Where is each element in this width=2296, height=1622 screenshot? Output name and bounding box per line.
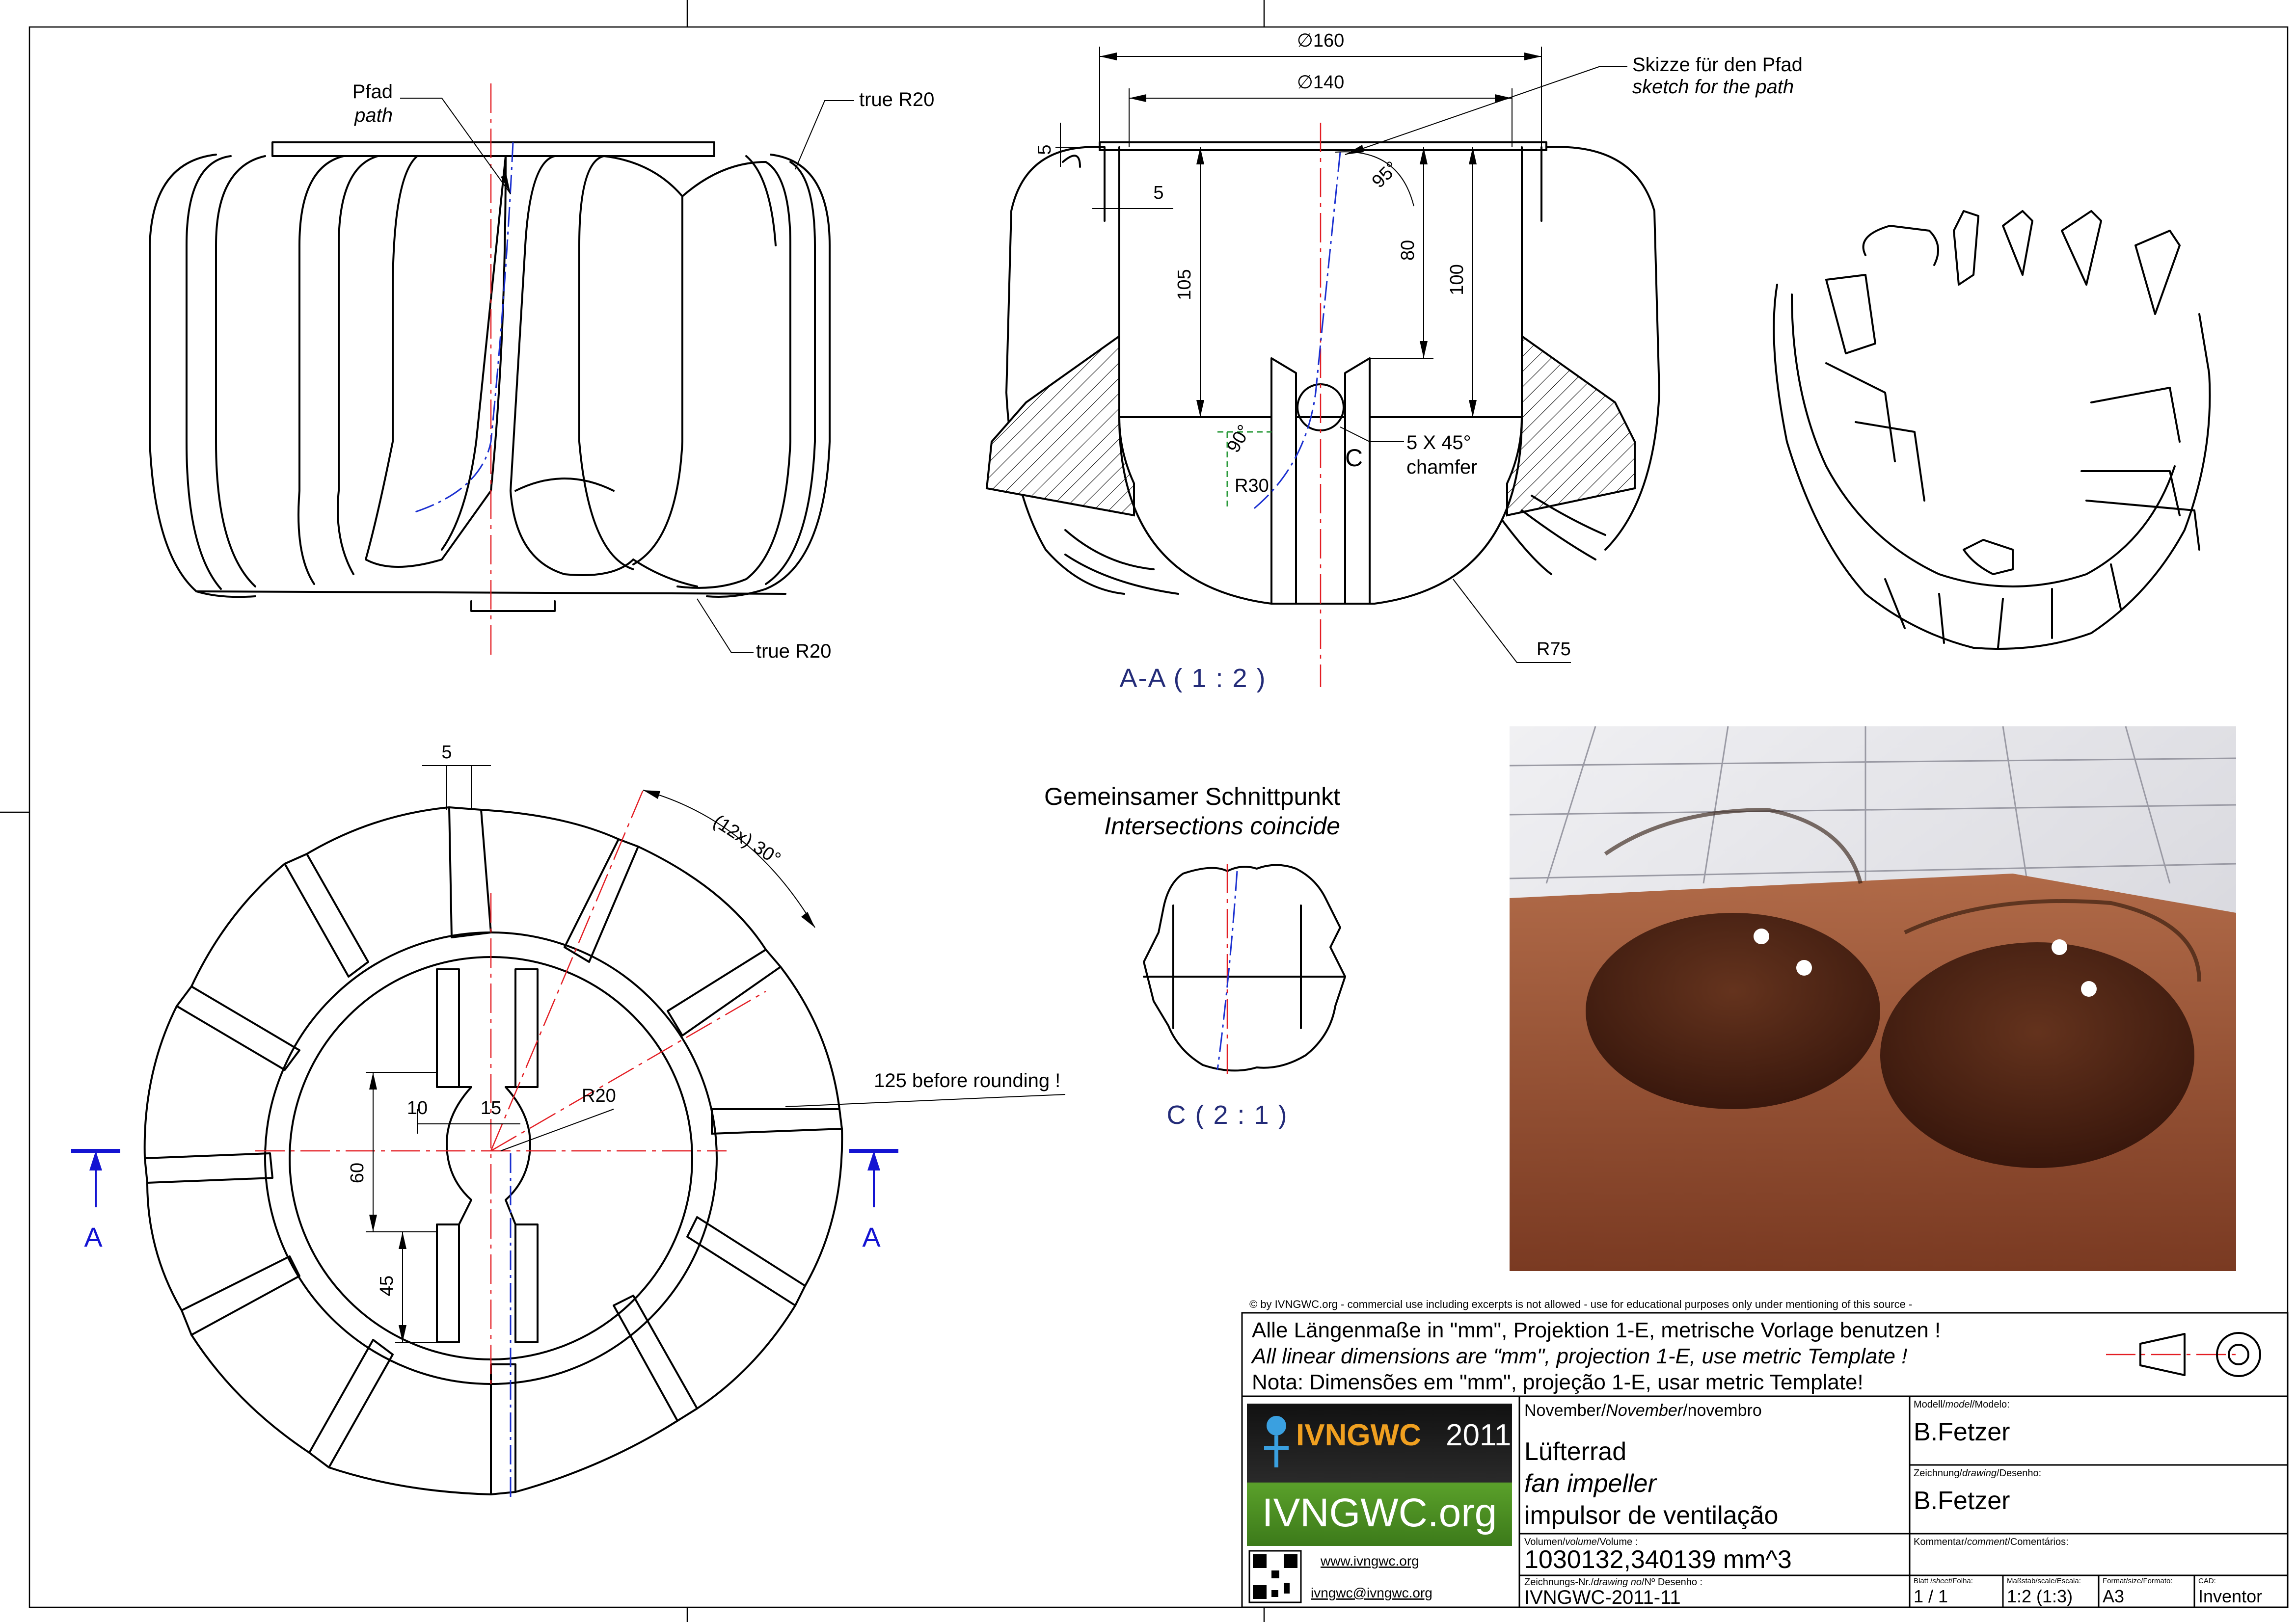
title-block: © by IVNGWC.org - commercial use includi… [1241, 1298, 2289, 1608]
drawing-no-value: IVNGWC-2011-11 [1524, 1587, 1681, 1608]
copyright-notice: © by IVNGWC.org - commercial use includi… [1249, 1298, 1912, 1310]
dim-5-top: 5 [1034, 144, 1055, 155]
section-marker-left: A [71, 1149, 120, 1252]
detail-c-label: C ( 2 : 1 ) [1166, 1100, 1288, 1130]
section-marker-right: A [849, 1149, 898, 1252]
detail-c-view: Gemeinsamer Schnittpunkt Intersections c… [1044, 783, 1346, 1130]
sketch-label-en: sketch for the path [1632, 76, 1794, 98]
volume-value: 1030132,340139 mm^3 [1524, 1545, 1792, 1574]
path-label: Pfad [352, 81, 393, 103]
detail-c-title: Gemeinsamer Schnittpunkt [1044, 783, 1340, 810]
dim-d160: ∅160 [1297, 30, 1345, 51]
model-by: B.Fetzer [1914, 1418, 2010, 1446]
qr-code [1248, 1550, 1302, 1603]
drawing-by: B.Fetzer [1914, 1487, 2010, 1515]
front-dim-60: 60 [347, 1163, 368, 1183]
angle-12x-30: (12x) 30° [709, 811, 784, 869]
dim-d140: ∅140 [1297, 72, 1345, 93]
true-r20-bottom-label: true R20 [756, 640, 831, 662]
drawing-no-label: Zeichnungs-Nr./drawing no/Nº Desenho : [1524, 1577, 1702, 1588]
logo-org: IVNGWC.org [1262, 1490, 1497, 1535]
units-note-en: All linear dimensions are "mm", projecti… [1250, 1344, 1907, 1368]
front-dim-10: 10 [407, 1098, 428, 1118]
section-label-left: A [84, 1222, 103, 1252]
dim-5-side: 5 [1153, 183, 1163, 203]
ivngwc-logo: IVNGWC 2011 IVNGWC.org [1247, 1404, 1512, 1546]
email-link[interactable]: ivngwc@ivngwc.org [1311, 1585, 1432, 1600]
scale-value: 1:2 (1:3) [2007, 1586, 2073, 1606]
dim-100: 100 [1447, 264, 1467, 295]
units-note-pt: Nota: Dimensões em "mm", projeção 1-E, u… [1252, 1370, 1864, 1394]
angle-90: 90° [1223, 422, 1255, 456]
title-pt: impulsor de ventilação [1524, 1501, 1778, 1530]
volume-label: Volumen/volume/Volume : [1524, 1537, 1638, 1547]
section-aa-view: ∅160 ∅140 Skizze für den Pfad sketch for… [985, 30, 1803, 693]
cad-label: CAD: [2198, 1577, 2216, 1585]
angle-95: 95° [1368, 158, 1403, 192]
chamfer-label-en: chamfer [1406, 456, 1478, 478]
sheet-value: 1 / 1 [1914, 1586, 1948, 1606]
website-link[interactable]: www.ivngwc.org [1320, 1553, 1419, 1569]
format-label: Format/size/Formato: [2103, 1577, 2173, 1585]
isometric-view [1773, 210, 2211, 650]
front-view: 5 (12x) 30° 125 before rounding ! R20 10… [71, 742, 1066, 1497]
units-note-de: Alle Längenmaße in "mm", Projektion 1-E,… [1252, 1318, 1941, 1342]
drawing-label: Zeichnung/drawing/Desenho: [1914, 1468, 2041, 1479]
sheet-label: Blatt /sheet/Folha: [1914, 1577, 1973, 1585]
date-field: November/November/novembro [1524, 1401, 1762, 1420]
section-label-right: A [862, 1222, 881, 1252]
projection-symbol [2106, 1332, 2261, 1377]
scale-label: Maßstab/scale/Escala: [2007, 1577, 2081, 1585]
side-view: Pfad path true R20 true R20 [149, 81, 934, 662]
cad-value: Inventor [2198, 1586, 2262, 1606]
dim-80: 80 [1398, 240, 1418, 261]
section-aa-label: A-A ( 1 : 2 ) [1119, 664, 1266, 693]
logo-year: 2011 [1446, 1418, 1511, 1452]
render-image [1509, 726, 2237, 1271]
front-dim-45: 45 [377, 1276, 397, 1296]
dim-r30: R30 [1235, 476, 1269, 496]
model-label: Modell/model/Modelo: [1914, 1399, 2010, 1410]
title-de: Lüfterrad [1524, 1437, 1626, 1466]
title-en: fan impeller [1524, 1469, 1657, 1498]
detail-c-title-en: Intersections coincide [1104, 812, 1340, 840]
path-label-en: path [354, 105, 393, 126]
format-value: A3 [2103, 1586, 2124, 1606]
chamfer-label: 5 X 45° [1406, 432, 1471, 453]
comment-label: Kommentar/comment/Comentários: [1914, 1537, 2069, 1547]
true-r20-top-label: true R20 [859, 89, 934, 110]
logo-text: IVNGWC [1296, 1418, 1421, 1452]
dim-r75: R75 [1537, 639, 1571, 660]
note-125: 125 before rounding ! [874, 1070, 1060, 1091]
dim-105: 105 [1174, 269, 1195, 300]
detail-c-marker: C [1345, 444, 1363, 472]
front-dim-5: 5 [441, 742, 452, 763]
front-dim-r20: R20 [582, 1086, 616, 1106]
sketch-label: Skizze für den Pfad [1632, 54, 1803, 76]
front-dim-15: 15 [481, 1098, 501, 1118]
